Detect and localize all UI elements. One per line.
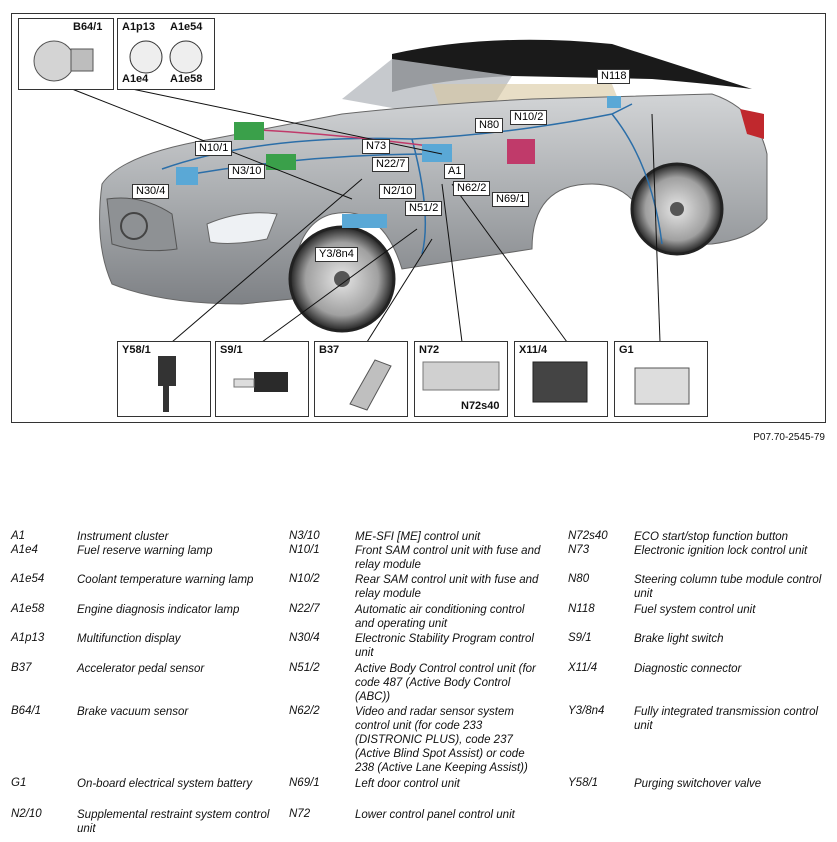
legend-description: Left door control unit — [355, 778, 460, 790]
legend-description: Brake light switch — [634, 633, 724, 645]
inset-battery: G1 — [614, 341, 708, 417]
legend-code: N72 — [289, 808, 311, 820]
legend-description: On-board electrical system battery — [77, 778, 253, 790]
legend-code: N69/1 — [289, 777, 320, 789]
legend-code: N10/1 — [289, 544, 320, 556]
callout-n10-2: N10/2 — [510, 110, 548, 125]
legend-description: ECO start/stop function button — [634, 531, 789, 543]
inset-label-x11-4: X11/4 — [519, 344, 548, 356]
legend-description: Accelerator pedal sensor — [77, 663, 205, 675]
legend-code: Y3/8n4 — [568, 705, 605, 717]
callout-n118: N118 — [597, 69, 631, 84]
pedal-image — [349, 359, 392, 411]
inset-purging-valve: Y58/1 — [117, 341, 211, 417]
legend-code: A1e4 — [11, 544, 38, 556]
callout-n22-7: N22/7 — [372, 157, 410, 172]
legend-description: Multifunction display — [77, 633, 181, 645]
legend-description: Electronic Stability Program control uni… — [355, 633, 534, 659]
legend-code: N3/10 — [289, 530, 320, 542]
callout-n10-1: N10/1 — [195, 141, 233, 156]
legend-code: A1e58 — [11, 603, 45, 615]
inset-label-a1e58: A1e58 — [170, 73, 203, 85]
callout-n73: N73 — [362, 139, 391, 154]
legend-description: Diagnostic connector — [634, 663, 742, 675]
legend-description: Engine diagnosis indicator lamp — [77, 604, 240, 616]
inset-label-s9-1: S9/1 — [220, 344, 243, 356]
inset-diagnostic-connector: X11/4 — [514, 341, 608, 417]
callout-n62-2: N62/2 — [453, 181, 491, 196]
legend-code: N62/2 — [289, 705, 320, 717]
legend-description: Automatic air conditioning control and o… — [355, 604, 525, 630]
legend-code: N118 — [568, 603, 595, 615]
callout-n2-10: N2/10 — [379, 184, 417, 199]
legend-description: Video and radar sensor system control un… — [355, 706, 528, 774]
legend-code: A1e54 — [11, 573, 45, 585]
inset-label-y58-1: Y58/1 — [122, 344, 151, 356]
legend-description: Electronic ignition lock control unit — [634, 545, 808, 557]
callout-a1: A1 — [444, 164, 466, 179]
inset-brake-light-switch: S9/1 — [215, 341, 309, 417]
legend-code: B37 — [11, 662, 32, 674]
legend-code: N73 — [568, 544, 590, 556]
legend-description: Active Body Control control unit (for co… — [355, 663, 536, 703]
legend-description: Steering column tube module control unit — [634, 574, 822, 600]
inset-brake-vacuum-sensor: B64/1 — [18, 18, 114, 90]
legend-description: Supplemental restraint system control un… — [77, 809, 270, 835]
legend-code: N2/10 — [11, 808, 42, 820]
inset-lower-control-panel: N72 N72s40 — [414, 341, 508, 417]
valve-image — [158, 356, 176, 412]
callout-n3-10: N3/10 — [228, 164, 266, 179]
legend-code: G1 — [11, 777, 27, 789]
sensor-image — [33, 40, 94, 82]
callout-n80: N80 — [475, 118, 504, 133]
legend-description: Front SAM control unit with fuse and rel… — [355, 545, 541, 571]
legend-code: N51/2 — [289, 662, 320, 674]
legend-description: Lower control panel control unit — [355, 809, 515, 821]
legend-description: Fuel reserve warning lamp — [77, 545, 213, 557]
legend-code: A1 — [11, 530, 26, 542]
inset-label-a1e54: A1e54 — [170, 21, 203, 33]
battery-image — [634, 367, 690, 405]
inset-label-n72s40: N72s40 — [461, 400, 500, 412]
inset-label-a1p13: A1p13 — [122, 21, 156, 33]
inset-label-b64-1: B64/1 — [73, 21, 103, 33]
connector-image — [532, 361, 588, 403]
callout-y3-8n4: Y3/8n4 — [315, 247, 358, 262]
car-illustration — [71, 39, 768, 343]
instrument-cluster-image — [129, 40, 203, 74]
legend-description: Fully integrated transmission control un… — [634, 706, 819, 732]
legend-code: B64/1 — [11, 705, 42, 717]
inset-instrument-cluster: A1p13 A1e54 A1e4 A1e58 — [117, 18, 215, 90]
legend-code: N22/7 — [289, 603, 320, 615]
legend-code: N72s40 — [568, 530, 608, 542]
legend-description: ME-SFI [ME] control unit — [355, 531, 481, 543]
legend-code: N30/4 — [289, 632, 320, 644]
legend-code: S9/1 — [568, 632, 592, 644]
legend-description: Instrument cluster — [77, 531, 169, 543]
switch-image — [233, 372, 288, 392]
legend-description: Purging switchover valve — [634, 778, 762, 790]
legend-description: Rear SAM control unit with fuse and rela… — [355, 574, 539, 600]
legend-code: N10/2 — [289, 573, 320, 585]
inset-label-b37: B37 — [319, 344, 340, 356]
legend-description: Coolant temperature warning lamp — [77, 574, 254, 586]
inset-label-a1e4: A1e4 — [122, 73, 149, 85]
legend-description: Brake vacuum sensor — [77, 706, 189, 718]
legend-code: N80 — [568, 573, 590, 585]
diagram-figure: N118 N80 N10/2 N73 N10/1 N22/7 A1 N3/10 … — [11, 13, 826, 423]
legend-code: A1p13 — [11, 632, 45, 644]
figure-reference: P07.70-2545-79 — [753, 432, 825, 443]
panel-image — [422, 361, 500, 391]
inset-label-n72: N72 — [419, 344, 440, 356]
inset-accelerator-pedal: B37 — [314, 341, 408, 417]
callout-n69-1: N69/1 — [492, 192, 530, 207]
callout-n51-2: N51/2 — [405, 201, 443, 216]
callout-n30-4: N30/4 — [132, 184, 170, 199]
legend-description: Fuel system control unit — [634, 604, 756, 616]
inset-label-g1: G1 — [619, 344, 634, 356]
legend-code: Y58/1 — [568, 777, 599, 789]
legend-code: X11/4 — [568, 662, 598, 674]
